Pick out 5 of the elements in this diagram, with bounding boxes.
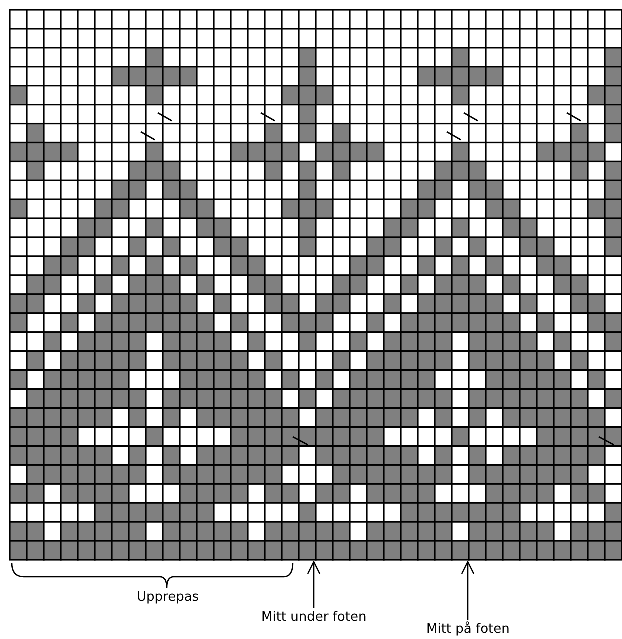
annotation-text: Mitt under foten (262, 610, 367, 626)
arrow (461, 561, 475, 620)
repeat-label: Upprepas (137, 590, 200, 606)
annotation-text: Mitt på foten (426, 622, 510, 638)
arrow (307, 561, 321, 608)
